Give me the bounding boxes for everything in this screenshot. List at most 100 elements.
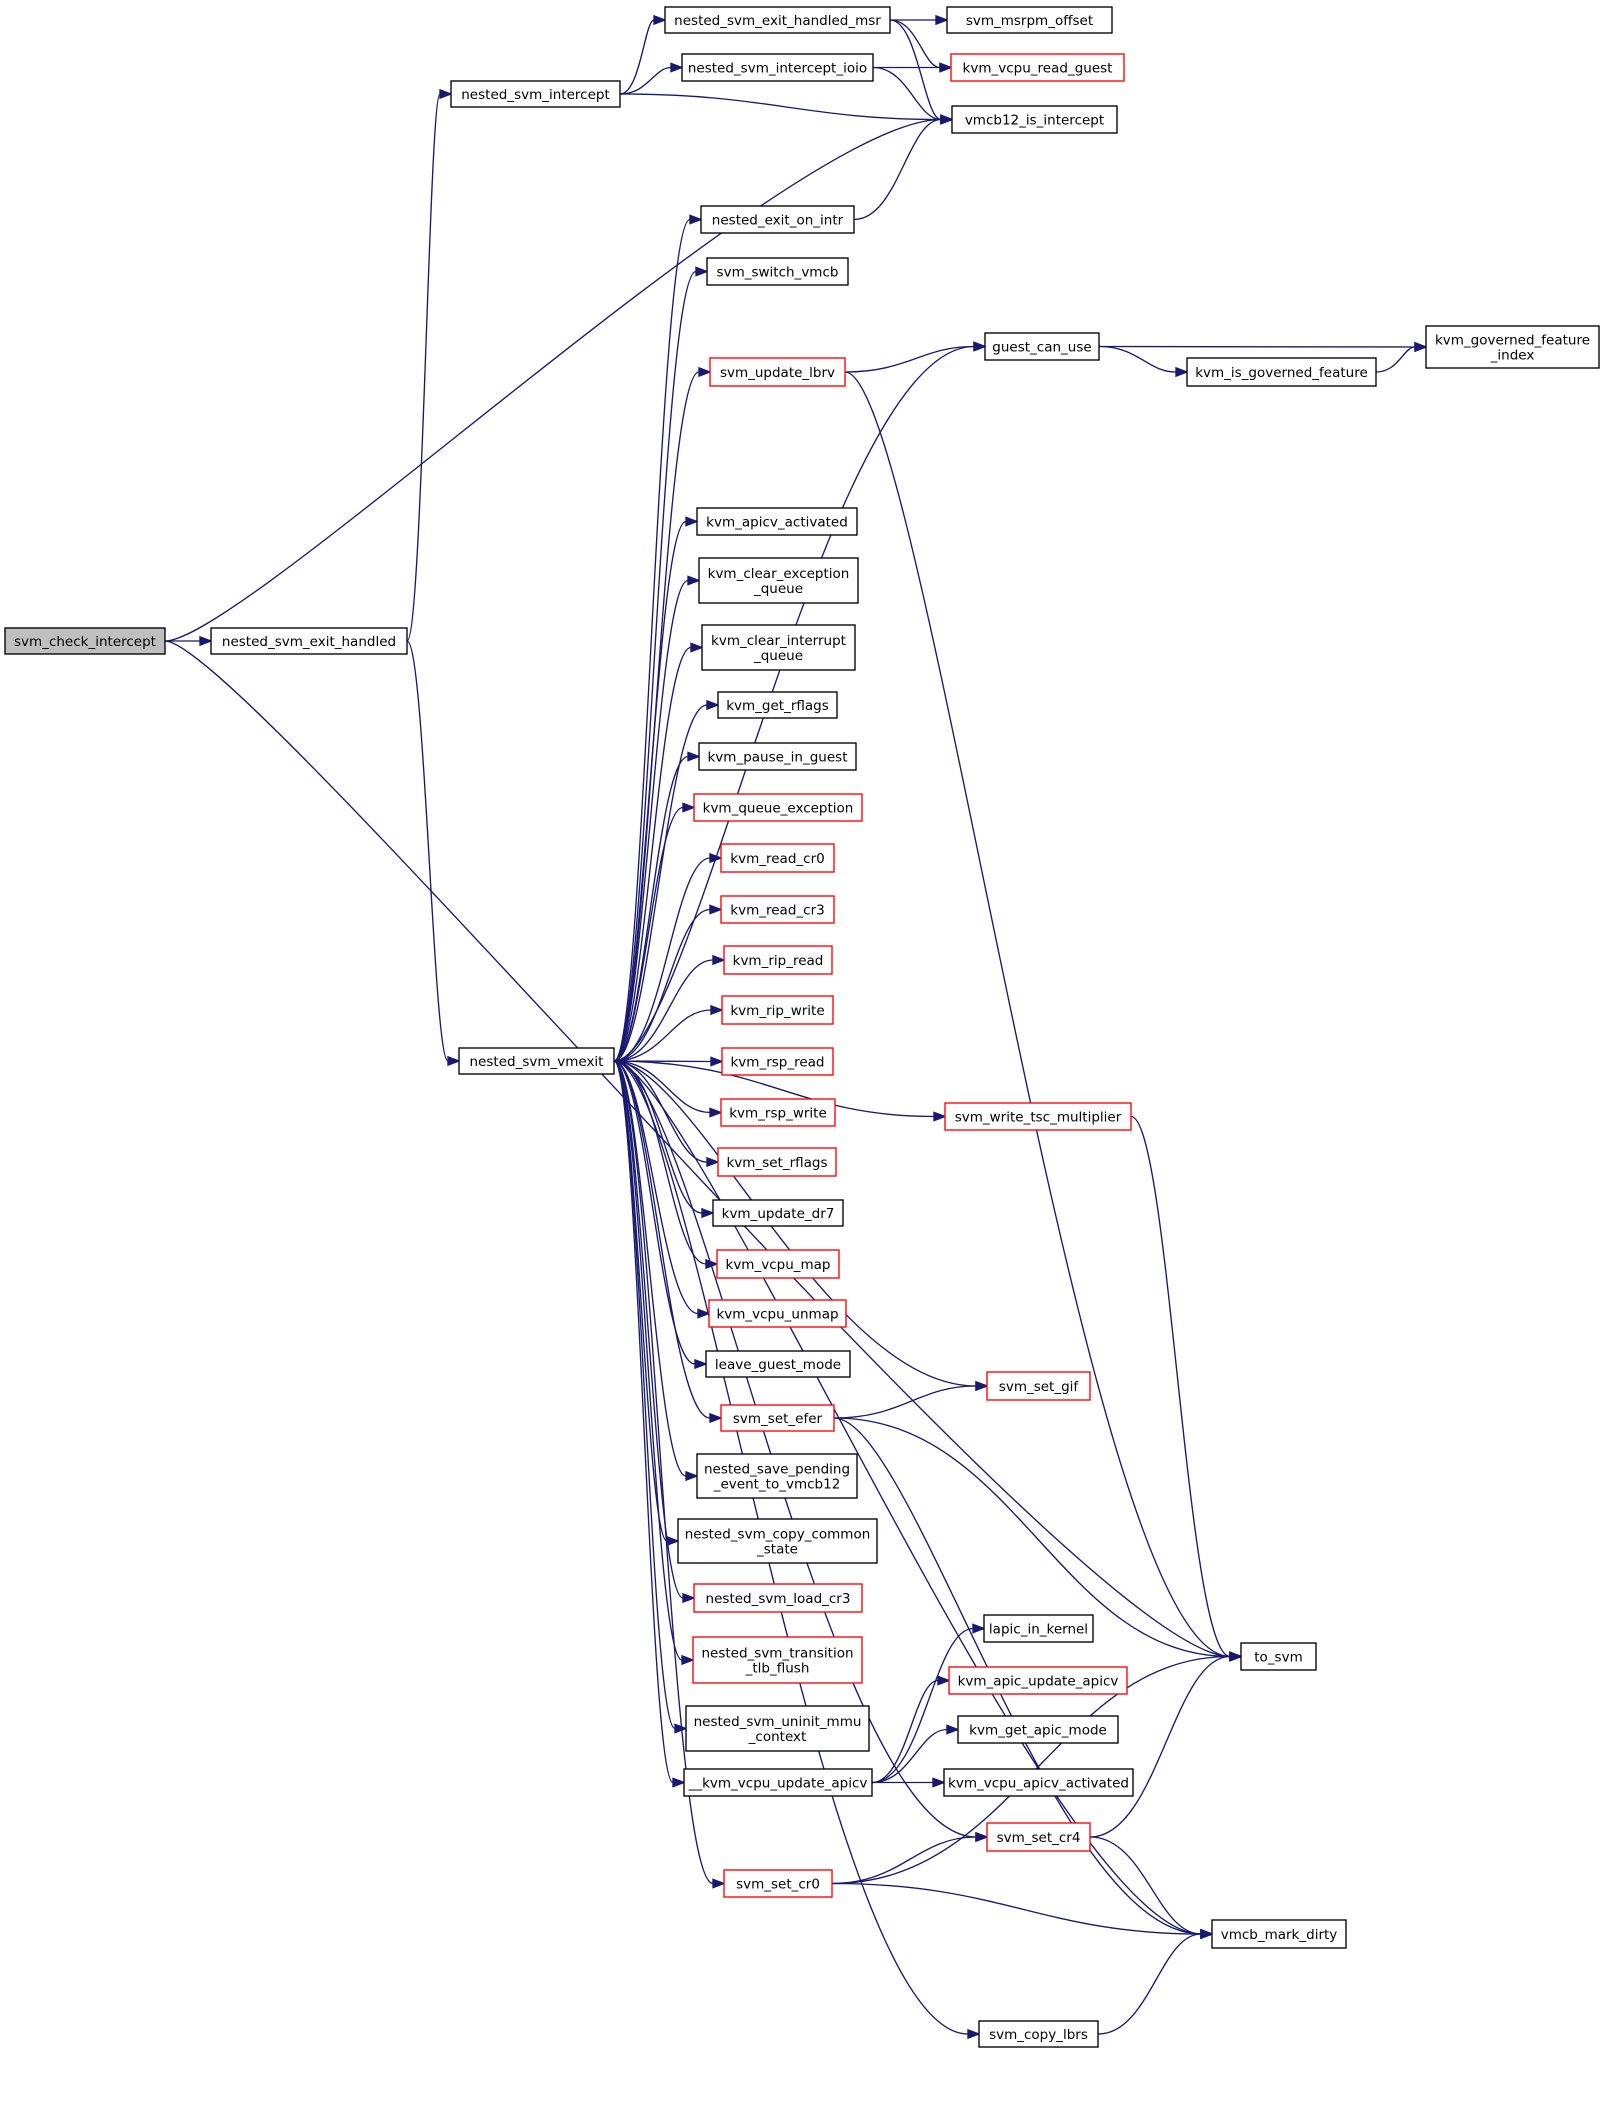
node-nested_exit_on_intr[interactable]: nested_exit_on_intr (700, 205, 855, 234)
node-nested_save_pending_event_to_vmcb12[interactable]: nested_save_pending_event_to_vmcb12 (696, 1453, 858, 1499)
node-label: nested_svm_exit_handled_msr (674, 13, 881, 29)
node-label: _event_to_vmcb12 (713, 1477, 841, 1493)
node-kvm_rip_read[interactable]: kvm_rip_read (723, 945, 833, 975)
node-kvm_is_governed_feature[interactable]: kvm_is_governed_feature (1186, 357, 1377, 387)
node-label: nested_exit_on_intr (712, 213, 844, 229)
node-lapic_in_kernel[interactable]: lapic_in_kernel (983, 1614, 1094, 1643)
edge-nested_svm_vmexit-to-kvm_clear_interrupt_queue (613, 646, 692, 1062)
arrowhead-kvm_clear_exception_queue (687, 575, 701, 586)
node-box (720, 1098, 836, 1127)
node-kvm_read_cr3[interactable]: kvm_read_cr3 (720, 895, 835, 924)
node-box (721, 1047, 834, 1076)
node-kvm_vcpu_unmap[interactable]: kvm_vcpu_unmap (708, 1299, 847, 1328)
node-kvm_apicv_activated[interactable]: kvm_apicv_activated (696, 507, 858, 536)
arrowhead-svm_msrpm_offset (935, 14, 949, 26)
node-__kvm_vcpu_update_apicv[interactable]: __kvm_vcpu_update_apicv (683, 1768, 873, 1797)
node-svm_copy_lbrs[interactable]: svm_copy_lbrs (978, 2020, 1099, 2048)
node-nested_svm_uninit_mmu_context[interactable]: nested_svm_uninit_mmu_context (685, 1705, 870, 1752)
node-kvm_update_dr7[interactable]: kvm_update_dr7 (712, 1199, 844, 1227)
node-label: svm_msrpm_offset (966, 13, 1093, 29)
node-svm_set_cr0[interactable]: svm_set_cr0 (723, 1869, 833, 1898)
node-kvm_rip_write[interactable]: kvm_rip_write (721, 995, 834, 1025)
arrowhead-kvm_vcpu_read_guest (939, 62, 953, 73)
node-vmcb_mark_dirty[interactable]: vmcb_mark_dirty (1211, 1919, 1347, 1949)
node-label: _index (1490, 348, 1535, 364)
node-nested_svm_intercept_ioio[interactable]: nested_svm_intercept_ioio (681, 53, 874, 82)
node-kvm_rsp_read[interactable]: kvm_rsp_read (721, 1047, 834, 1076)
node-svm_write_tsc_multiplier[interactable]: svm_write_tsc_multiplier (944, 1102, 1132, 1131)
node-label: kvm_apicv_activated (706, 515, 848, 531)
arrowhead-__kvm_vcpu_update_apicv (672, 1777, 686, 1788)
node-label: kvm_rip_read (733, 953, 824, 969)
node-kvm_vcpu_read_guest[interactable]: kvm_vcpu_read_guest (950, 53, 1125, 82)
node-label: kvm_update_dr7 (722, 1206, 835, 1222)
arrowhead-nested_svm_copy_common_state (666, 1535, 680, 1547)
arrowhead-guest_can_use (973, 341, 987, 352)
edge-nested_svm_vmexit-to-nested_save_pending_event_to_vmcb12 (613, 1060, 687, 1477)
node-svm_update_lbrv[interactable]: svm_update_lbrv (709, 357, 846, 387)
node-guest_can_use[interactable]: guest_can_use (984, 332, 1100, 361)
edge-nested_svm_vmexit-to-kvm_rsp_write (613, 1060, 711, 1114)
node-kvm_pause_in_guest[interactable]: kvm_pause_in_guest (698, 742, 857, 771)
arrowhead-svm_set_efer (709, 1412, 723, 1424)
node-label: kvm_vcpu_map (726, 1257, 831, 1273)
node-box (720, 843, 835, 873)
arrowhead-svm_set_gif (975, 1380, 989, 1392)
edge-nested_svm_vmexit-to-leave_guest_mode (613, 1060, 696, 1365)
node-box (957, 1715, 1119, 1744)
node-nested_svm_copy_common_state[interactable]: nested_svm_copy_common_state (677, 1518, 878, 1564)
node-to_svm[interactable]: to_svm (1240, 1642, 1317, 1671)
node-label: nested_svm_exit_handled (222, 634, 396, 650)
node-box (950, 53, 1125, 82)
node-nested_svm_exit_handled[interactable]: nested_svm_exit_handled (210, 627, 408, 655)
node-label: kvm_clear_exception (708, 566, 850, 582)
arrowhead-kvm_rip_read (712, 954, 726, 966)
node-box (986, 1822, 1091, 1852)
node-box (696, 1453, 858, 1499)
arrowhead-kvm_apicv_activated (685, 516, 699, 527)
node-kvm_set_rflags[interactable]: kvm_set_rflags (717, 1147, 837, 1177)
node-label: kvm_rsp_read (730, 1055, 824, 1071)
node-box (1425, 325, 1600, 369)
node-kvm_apic_update_apicv[interactable]: kvm_apic_update_apicv (948, 1666, 1128, 1695)
node-box (683, 1768, 873, 1797)
node-kvm_read_cr0[interactable]: kvm_read_cr0 (720, 843, 835, 873)
node-svm_check_intercept[interactable]: svm_check_intercept (4, 627, 166, 655)
node-label: kvm_queue_exception (703, 801, 854, 817)
node-svm_set_gif[interactable]: svm_set_gif (986, 1371, 1091, 1401)
node-nested_svm_intercept[interactable]: nested_svm_intercept (450, 80, 621, 108)
node-svm_msrpm_offset[interactable]: svm_msrpm_offset (946, 6, 1113, 34)
node-box (717, 1147, 837, 1177)
node-svm_set_cr4[interactable]: svm_set_cr4 (986, 1822, 1091, 1852)
node-label: nested_svm_transition (701, 1646, 853, 1662)
node-kvm_rsp_write[interactable]: kvm_rsp_write (720, 1098, 836, 1127)
node-vmcb12_is_intercept[interactable]: vmcb12_is_intercept (951, 105, 1118, 134)
node-kvm_get_rflags[interactable]: kvm_get_rflags (717, 691, 838, 719)
node-label: _tlb_flush (745, 1661, 810, 1677)
node-box (978, 2020, 1099, 2048)
node-label: svm_copy_lbrs (989, 2027, 1088, 2043)
node-kvm_clear_interrupt_queue[interactable]: kvm_clear_interrupt_queue (701, 624, 856, 671)
node-label: kvm_vcpu_apicv_activated (948, 1776, 1129, 1792)
node-kvm_governed_feature_index[interactable]: kvm_governed_feature_index (1425, 325, 1600, 369)
node-nested_svm_vmexit[interactable]: nested_svm_vmexit (458, 1047, 615, 1075)
node-svm_switch_vmcb[interactable]: svm_switch_vmcb (706, 257, 849, 286)
node-svm_set_efer[interactable]: svm_set_efer (720, 1404, 835, 1432)
node-kvm_clear_exception_queue[interactable]: kvm_clear_exception_queue (698, 557, 859, 604)
edge-nested_svm_vmexit-to-kvm_read_cr3 (613, 908, 711, 1062)
node-kvm_queue_exception[interactable]: kvm_queue_exception (693, 793, 863, 822)
node-nested_svm_load_cr3[interactable]: nested_svm_load_cr3 (693, 1583, 863, 1613)
node-kvm_vcpu_map[interactable]: kvm_vcpu_map (716, 1249, 840, 1279)
node-label: leave_guest_mode (715, 1357, 841, 1373)
node-nested_svm_exit_handled_msr[interactable]: nested_svm_exit_handled_msr (664, 6, 891, 34)
node-box (984, 332, 1100, 361)
node-box (696, 507, 858, 536)
node-kvm_vcpu_apicv_activated[interactable]: kvm_vcpu_apicv_activated (943, 1768, 1134, 1797)
node-label: nested_svm_vmexit (470, 1054, 604, 1070)
arrowhead-kvm_get_apic_mode (946, 1724, 960, 1735)
node-leave_guest_mode[interactable]: leave_guest_mode (705, 1350, 851, 1378)
node-nested_svm_transition_tlb_flush[interactable]: nested_svm_transition_tlb_flush (692, 1636, 863, 1684)
edge-nested_svm_vmexit-to-svm_update_lbrv (613, 371, 700, 1062)
node-box (720, 1404, 835, 1432)
node-kvm_get_apic_mode[interactable]: kvm_get_apic_mode (957, 1715, 1119, 1744)
